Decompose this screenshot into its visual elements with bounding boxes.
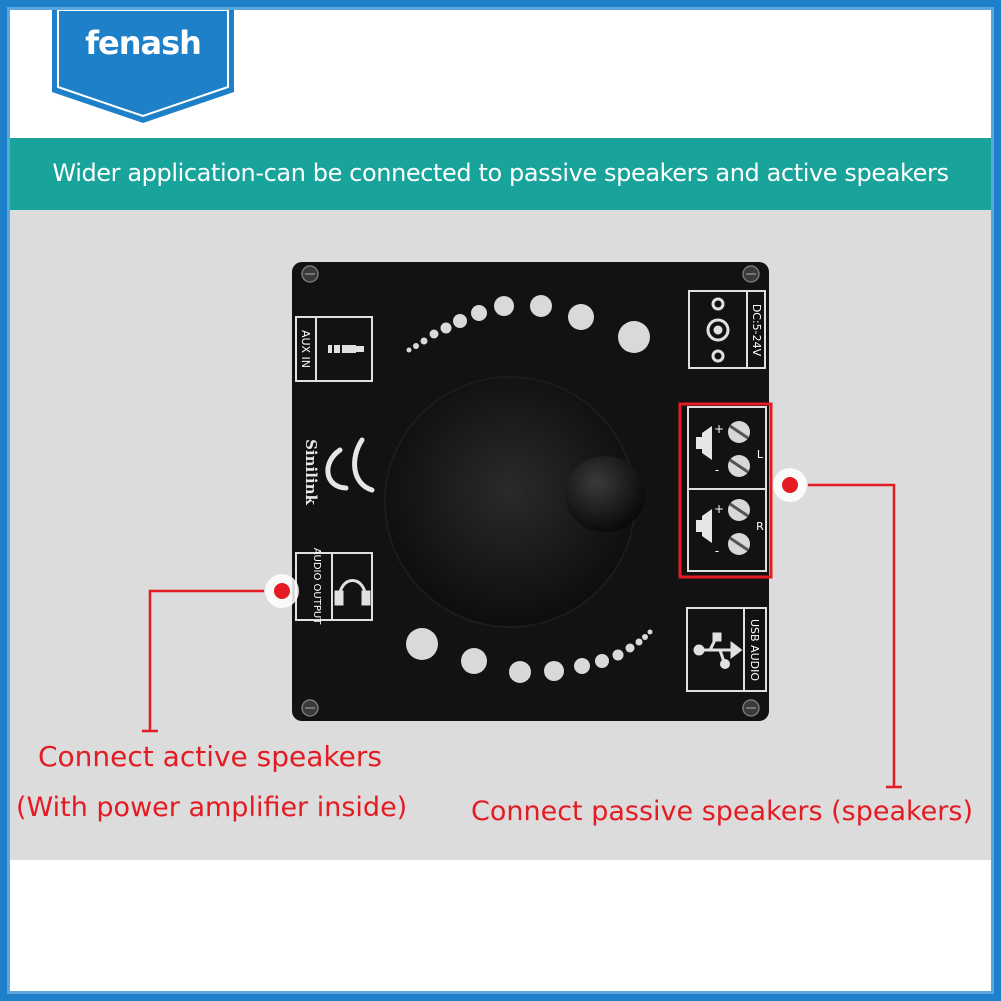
minus-label-r: - [715, 544, 719, 558]
pointer-dot-left [265, 574, 299, 608]
speaker-terminal-block: + - L + - R [687, 406, 767, 572]
headline-text: Wider application-can be connected to pa… [52, 159, 949, 187]
pointer-dot-right [773, 468, 807, 502]
channel-r-label: R [756, 520, 764, 533]
terminal-highlight-box [678, 402, 773, 579]
plus-label-r: + [714, 502, 724, 516]
speaker-icon [696, 509, 712, 543]
channel-l-label: L [757, 448, 764, 461]
brand-badge [52, 10, 234, 123]
headline-banner: Wider application-can be connected to pa… [10, 138, 991, 210]
brand-name: fenash [85, 24, 202, 62]
plus-label-l: + [714, 422, 724, 436]
board-brand-label: Sinilink [302, 439, 320, 505]
dc-label: DC:5-24V [750, 304, 763, 357]
inner-frame-border [7, 7, 994, 994]
audio-output-label: AUDIO OUTPUT [311, 548, 322, 626]
headphones-icon [334, 579, 371, 606]
leader-line-left [148, 589, 264, 731]
active-speakers-caption: Connect active speakers [38, 740, 382, 773]
speaker-icon [696, 426, 712, 460]
minus-label-l: - [715, 463, 719, 477]
aux-in-label: AUX IN [299, 330, 312, 368]
amplifier-board: AUX IN Sinilink AUDIO OUTPUT DC:5-24V [292, 262, 769, 721]
usb-audio-label: USB AUDIO [748, 619, 761, 681]
sinilink-logo-icon [325, 437, 375, 493]
active-speakers-subcaption: (With power amplifier inside) [16, 792, 408, 823]
jack-icon [328, 345, 364, 353]
dc-power-icon [706, 297, 730, 363]
leader-line-right [808, 483, 896, 787]
usb-icon [693, 632, 743, 669]
passive-speakers-caption: Connect passive speakers (speakers) [471, 796, 973, 827]
